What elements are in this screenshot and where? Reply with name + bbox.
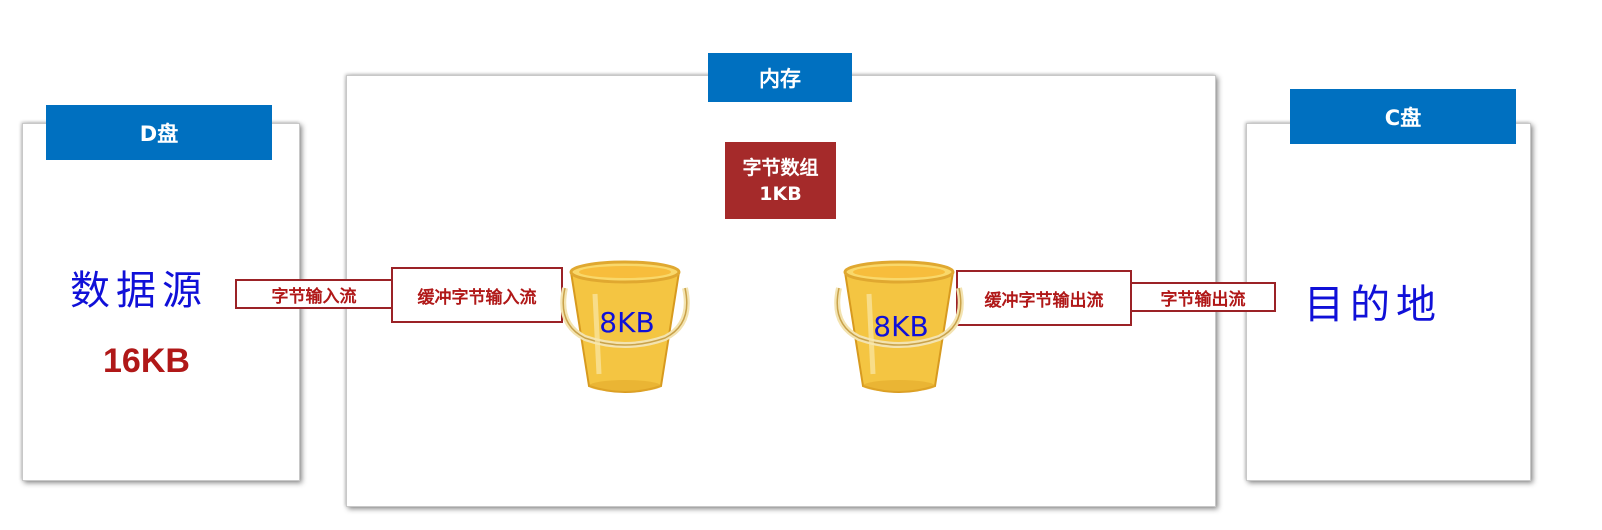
- byte-array-box: 字节数组 1KB: [725, 142, 836, 219]
- c-drive-panel: [1246, 123, 1531, 481]
- buffered-output-stream-box: 缓冲字节输出流: [956, 270, 1132, 326]
- d-drive-header: D盘: [46, 105, 272, 160]
- bucket-size-label: 8KB: [599, 306, 654, 339]
- byte-output-stream-box: 字节输出流: [1130, 282, 1276, 312]
- bucket-icon: 8KB: [834, 260, 964, 393]
- byte-array-label: 字节数组: [742, 156, 819, 179]
- memory-header: 内存: [708, 53, 852, 102]
- byte-input-stream-box: 字节输入流: [235, 279, 393, 309]
- destination-caption: 目的地: [1304, 282, 1442, 328]
- bucket-icon: 8KB: [560, 260, 690, 393]
- byte-array-size: 1KB: [759, 182, 802, 205]
- buffered-input-stream-box: 缓冲字节输入流: [391, 267, 563, 323]
- file-size-label: 16KB: [103, 342, 190, 380]
- c-drive-header: C盘: [1290, 89, 1516, 144]
- data-source-caption: 数据源: [70, 268, 208, 314]
- bucket-size-label: 8KB: [873, 310, 928, 343]
